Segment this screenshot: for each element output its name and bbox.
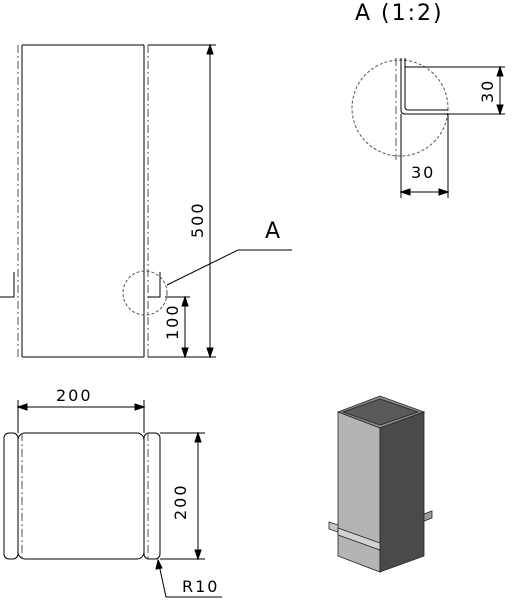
iso-right-face <box>379 411 425 573</box>
depth-dimension <box>160 431 205 561</box>
detail-horizontal-dimension <box>399 114 450 198</box>
iso-left-flange <box>328 521 339 533</box>
flange-height-dimension <box>165 295 190 359</box>
iso-top-inner <box>341 398 420 426</box>
detail-vertical-dimension-text: 30 <box>478 79 497 103</box>
top-view <box>3 432 161 560</box>
detail-profile-outer <box>400 58 448 115</box>
detail-view <box>351 58 449 160</box>
detail-profile-inner <box>404 58 448 111</box>
top-view-right-flange <box>143 432 161 560</box>
front-left-flange <box>0 272 15 298</box>
detail-vertical-dimension <box>405 65 505 116</box>
detail-view-circle <box>351 59 449 157</box>
isometric-view <box>328 395 433 573</box>
iso-right-flange <box>423 510 433 522</box>
top-view-left-flange <box>3 432 19 560</box>
depth-dimension-text: 200 <box>171 483 190 520</box>
width-dimension-text: 200 <box>56 386 93 405</box>
iso-front-flange <box>337 527 381 551</box>
detail-a-circle <box>122 270 168 316</box>
width-dimension <box>16 400 146 433</box>
radius-leader <box>155 558 222 598</box>
front-right-flange <box>148 272 161 298</box>
radius-dimension-text: R10 <box>182 577 219 596</box>
top-view-body <box>17 432 145 560</box>
flange-height-dimension-text: 100 <box>163 303 182 340</box>
height-dimension-text: 500 <box>188 201 207 238</box>
height-dimension <box>148 43 216 359</box>
detail-a-leader <box>166 249 292 286</box>
front-view <box>0 44 292 358</box>
detail-view-title: A (1:2) <box>355 1 444 26</box>
detail-a-label: A <box>265 219 282 244</box>
detail-horizontal-dimension-text: 30 <box>411 163 435 182</box>
